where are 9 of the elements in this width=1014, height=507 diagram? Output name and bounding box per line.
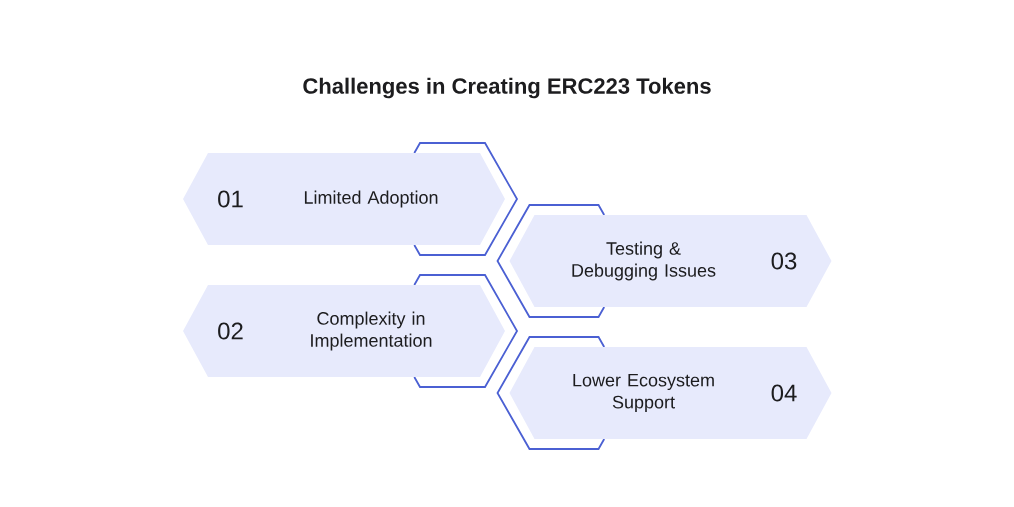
title: Challenges in Creating ERC223 Tokens [303,77,711,99]
step-number: 03 [771,252,797,270]
step-number: 01 [218,190,243,208]
step-number: 02 [218,322,243,340]
step-number: 04 [771,384,797,402]
step-label: Testing & Debugging Issues [572,241,716,281]
step-label: Complexity in Implementation [311,311,432,351]
step-label: Limited Adoption [304,190,438,208]
step-label: Lower Ecosystem Support [573,373,714,413]
